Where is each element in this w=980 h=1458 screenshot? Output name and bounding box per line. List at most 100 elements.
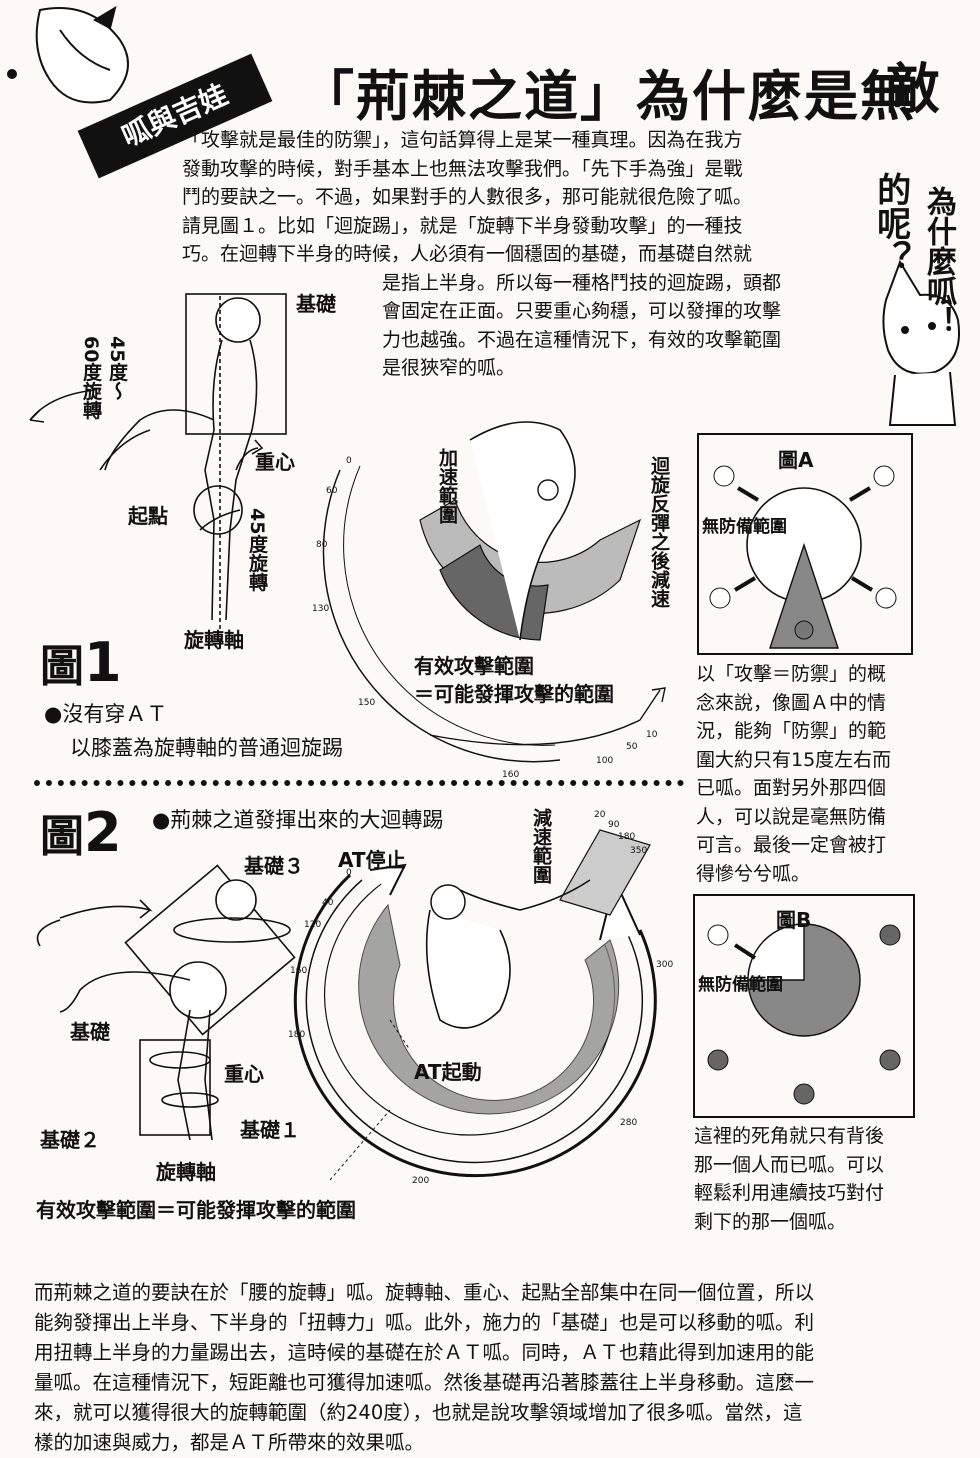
- fig1-tick: 50: [626, 742, 638, 752]
- fig1-accel-label: 加速範圍: [435, 448, 458, 524]
- fig1-heading-num: 1: [84, 631, 122, 694]
- fig2-base-label: 基礎: [70, 1020, 110, 1044]
- fig2-base2-label: 基礎２: [40, 1128, 100, 1152]
- intro-paragraph: 「攻擊就是最佳的防禦」，這句話算得上是某一種真理。因為在我方 發動攻擊的時候，對…: [182, 126, 862, 383]
- fig1-tick: 100: [596, 756, 614, 766]
- figB-caption-line: 那一個人而已呱。可以: [694, 1153, 885, 1176]
- intro-line: 巧。在迴轉下半身的時候，人必須有一個穩固的基礎，而基礎自然就: [182, 243, 753, 265]
- cat-speech: 為什麼呱！: [921, 186, 956, 336]
- fig1-base-label: 基礎: [296, 292, 336, 316]
- bottom-paragraph: 而荊棘之道的要訣在於「腰的旋轉」呱。旋轉軸、重心、起點全部集中在同一個位置，所以…: [34, 1278, 934, 1458]
- fig1-tick: 150: [358, 698, 376, 708]
- fig1-tick: 80: [316, 540, 328, 550]
- page-title: 「荊棘之道」為什麼是無: [300, 65, 916, 128]
- cat-mascot-icon: [882, 259, 960, 426]
- fig1-tick: 160: [502, 770, 520, 780]
- fig1-angle-rotation-label: 45度旋轉: [245, 508, 268, 592]
- intro-line: 力也越強。不過在這種情況下，有效的攻擊範圍: [382, 328, 782, 351]
- figB-label: 無防備範圍: [698, 975, 783, 995]
- fig1-center-label: 重心: [255, 450, 295, 474]
- fig2-tick: 90: [608, 820, 620, 830]
- fig2-base3-label: 基礎３: [244, 854, 304, 878]
- figA-caption-line: 可言。最後一定會被打: [696, 834, 887, 856]
- figA-caption-line: 已呱。面對另外那四個: [696, 777, 887, 799]
- fig2-heading-char: 圖: [40, 811, 84, 862]
- fig1-angle-45-label: 45度〜: [105, 336, 128, 401]
- figA-caption-line: 得慘兮兮呱。: [696, 862, 811, 885]
- fig2-at-start-label: AT起動: [414, 1060, 482, 1084]
- fig2-note: ●荊棘之道發揮出來的大迴轉踢: [152, 808, 444, 832]
- intro-line: 是很狹窄的呱。: [382, 357, 516, 379]
- figA-label: 無防備範圍: [702, 517, 787, 537]
- bottom-line: 來，就可以獲得很大的旋轉範圍（約240度），也就是說攻擊領域增加了很多呱。當然，…: [34, 1401, 803, 1424]
- bottom-line: 而荊棘之道的要訣在於「腰的旋轉」呱。旋轉軸、重心、起點全部集中在同一個位置，所以: [34, 1281, 815, 1304]
- figB-title: 圖B: [776, 908, 812, 932]
- fig1-tick: 10: [646, 730, 658, 740]
- figA-caption-line: 以「攻擊＝防禦」的概: [696, 663, 887, 685]
- fig2-tick: 0: [346, 868, 352, 878]
- fig2-at-stop-label: AT停止: [338, 848, 406, 872]
- fig2-axis-label: 旋轉軸: [156, 1160, 216, 1184]
- fig2-decel-label: 減速範圍: [529, 808, 552, 884]
- fig2-rotation-ring: [293, 829, 657, 1181]
- fig2-tick: 280: [620, 1118, 638, 1128]
- intro-line: 鬥的要訣之一。不過，如果對手的人數很多，那可能就很危險了呱。: [182, 186, 753, 208]
- intro-line: 是指上半身。所以每一種格鬥技的迴旋踢，頭都: [382, 271, 782, 294]
- bottom-line: 樣的加速與威力，都是ＡＴ所帶來的效果呱。: [34, 1431, 425, 1454]
- intro-line: 發動攻擊的時候，對手基本上也無法攻擊我們。「先下手為強」是戰: [182, 157, 743, 180]
- figA-caption-line: 念來說，像圖Ａ中的情: [696, 691, 887, 714]
- fig2-tick: 160: [290, 966, 308, 976]
- fig1-tick: 0: [346, 456, 352, 466]
- fig1-angle-60-label: 60度旋轉: [79, 336, 102, 420]
- fig2-tick: 180: [288, 1030, 306, 1040]
- figA-caption-line: 圍大約只有15度左右而: [696, 748, 892, 771]
- fig1-heading-char: 圖: [40, 641, 84, 692]
- intro-line: 會固定在正面。只要重心夠穩，可以發揮的攻擊: [382, 300, 782, 322]
- figB-caption-line: 這裡的死角就只有背後: [694, 1125, 885, 1147]
- figA-caption-line: 人，可以說是毫無防備: [696, 805, 887, 828]
- bottom-line: 用扭轉上半身的力量踢出去，這時候的基礎在於ＡＴ呱。同時，ＡＴ也藉此得到加速用的能: [34, 1341, 815, 1364]
- fig1-kick-diagram: [29, 293, 287, 630]
- fig1-axis-label: 旋轉軸: [184, 628, 244, 652]
- fig1-start-label: 起點: [128, 504, 168, 528]
- fig1-rotation-arc: [322, 421, 666, 763]
- figB-diagram: [693, 894, 915, 1118]
- fig2-heading-num: 2: [84, 801, 122, 864]
- figA-diagram: [697, 433, 913, 655]
- figB-caption: 這裡的死角就只有背後 那一個人而已呱。可以 輕鬆利用連續技巧對付 剩下的那一個呱…: [694, 1122, 934, 1236]
- fig2-heading: 圖2: [40, 800, 122, 864]
- fig1-effective-label: 有效攻擊範圍: [414, 654, 534, 678]
- fig2-tick: 20: [594, 810, 606, 820]
- section-divider: [34, 780, 684, 786]
- figA-title: 圖A: [778, 448, 814, 472]
- fig1-effective-sub: ＝可能發揮攻擊的範圍: [414, 682, 614, 706]
- fig2-kick-diagram: [36, 864, 296, 1141]
- figB-caption-line: 剩下的那一個呱。: [694, 1210, 847, 1233]
- fig1-heading: 圖1: [40, 630, 122, 694]
- bottom-line: 量呱。在這種情況下，短距離也可獲得加速呱。然後基礎再沿著膝蓋往上半身移動。這麼一: [34, 1371, 815, 1394]
- bottom-line: 能夠發揮出上半身、下半身的「扭轉力」呱。此外，施力的「基礎」也是可以移動的呱。利: [34, 1311, 815, 1334]
- figA-caption-line: 況，能夠「防禦」的範: [696, 720, 887, 742]
- fig1-note: ●沒有穿ＡＴ: [44, 702, 168, 726]
- figB-caption-line: 輕鬆利用連續技巧對付: [694, 1182, 885, 1204]
- bird-mascot-icon: [7, 5, 129, 104]
- fig2-tick: 120: [304, 920, 322, 930]
- fig1-tick: 60: [326, 486, 338, 496]
- fig2-tick: 40: [322, 898, 334, 908]
- fig2-tick: 350: [630, 846, 648, 856]
- fig2-base1-label: 基礎１: [240, 1118, 300, 1142]
- fig2-tick: 300: [656, 960, 674, 970]
- fig2-effective-label: 有效攻擊範圍＝可能發揮攻擊的範圍: [36, 1198, 356, 1222]
- figA-caption: 以「攻擊＝防禦」的概 念來說，像圖Ａ中的情 況，能夠「防禦」的範 圍大約只有15…: [696, 660, 926, 888]
- fig1-decel-label: 迴旋反彈之後減速: [647, 456, 670, 608]
- fig2-center-label: 重心: [224, 1062, 264, 1086]
- fig2-tick: 200: [412, 1176, 430, 1186]
- intro-line: 「攻擊就是最佳的防禦」，這句話算得上是某一種真理。因為在我方: [182, 129, 743, 151]
- page-title-vertical: 敵: [876, 60, 939, 114]
- page-title-vertical-end: 的呢？: [870, 172, 911, 274]
- intro-line: 請見圖１。比如「迴旋踢」，就是「旋轉下半身發動攻擊」的一種技: [182, 214, 743, 237]
- fig1-tick: 130: [312, 604, 330, 614]
- fig2-tick: 180: [618, 832, 636, 842]
- fig1-note-sub: 以膝蓋為旋轉軸的普通迴旋踢: [70, 736, 343, 760]
